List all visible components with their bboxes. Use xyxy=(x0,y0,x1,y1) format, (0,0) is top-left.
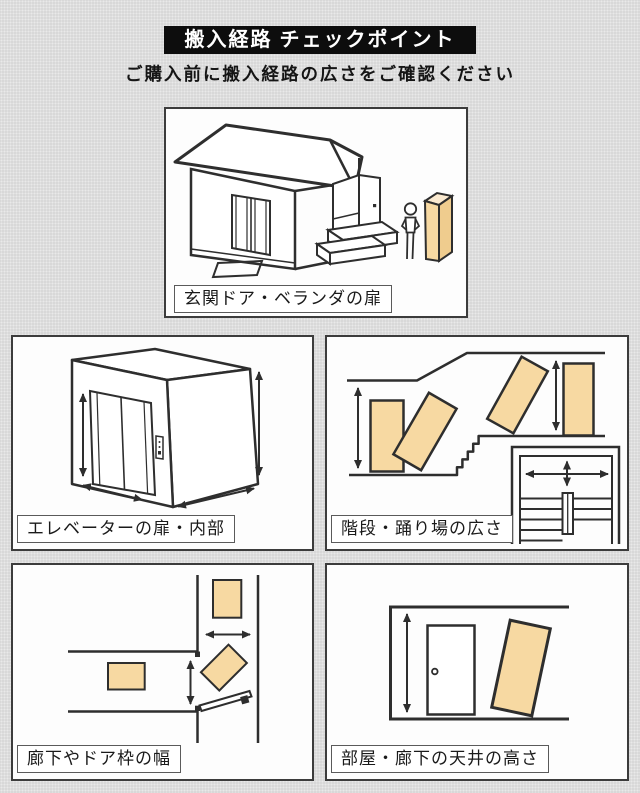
person-figure xyxy=(400,202,421,260)
page-subtitle: ご購入前に搬入経路の広さをご確認ください xyxy=(125,64,515,84)
door-width-arrow xyxy=(82,483,143,502)
furniture-box-3d xyxy=(422,191,455,263)
panel-stairs: 階段・踊り場の広さ xyxy=(325,335,629,551)
panel-ceiling: 部屋・廊下の天井の高さ xyxy=(325,563,629,781)
hallway-illustration xyxy=(68,575,260,743)
panel-label-entrance: 玄関ドア・ベランダの扉 xyxy=(174,284,392,313)
panel-label-elevator: エレベーターの扉・内部 xyxy=(17,514,235,543)
ceiling-illustration xyxy=(389,605,569,721)
stair-treads xyxy=(520,497,612,542)
elevator-illustration xyxy=(70,347,263,509)
panel-elevator: エレベーターの扉・内部 xyxy=(11,335,314,551)
stairs-illustration xyxy=(347,351,621,544)
panel-hallway: 廊下やドア枠の幅 xyxy=(11,563,314,781)
panel-label-hallway: 廊下やドア枠の幅 xyxy=(17,744,181,773)
house-illustration xyxy=(173,123,455,279)
cab-depth-arrow xyxy=(177,486,255,509)
door-knob xyxy=(431,667,439,676)
panel-label-stairs: 階段・踊り場の広さ xyxy=(331,514,513,543)
panel-label-ceiling: 部屋・廊下の天井の高さ xyxy=(331,744,549,773)
page-title: 搬入経路 チェックポイント xyxy=(164,26,476,54)
panel-entrance: 玄関ドア・ベランダの扉 xyxy=(164,107,468,318)
